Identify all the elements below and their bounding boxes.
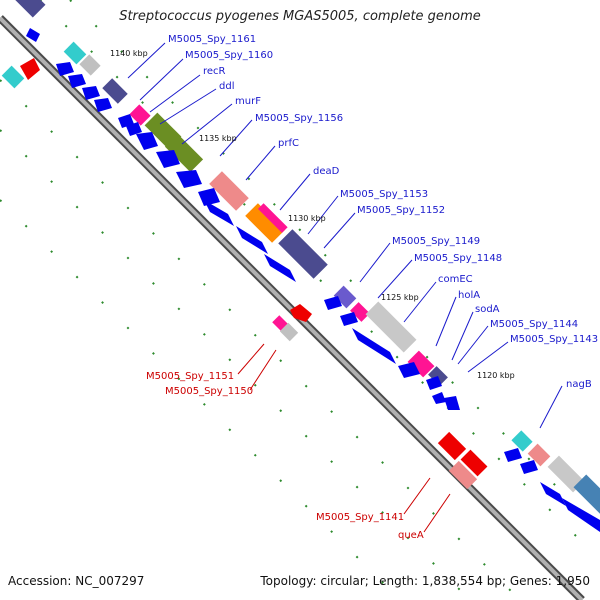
gene-label[interactable]: recR	[203, 66, 226, 77]
gene-label[interactable]: M5005_Spy_1143	[510, 334, 598, 345]
gene-block[interactable]	[63, 41, 87, 65]
gene-arrow[interactable]	[126, 122, 142, 136]
gene-block-overlay[interactable]	[257, 203, 288, 233]
gene-label[interactable]: M5005_Spy_1149	[392, 236, 480, 247]
gene-label[interactable]: nagB	[566, 379, 592, 390]
gene-block[interactable]	[448, 460, 478, 490]
gene-arrow[interactable]	[562, 498, 600, 532]
gene-features[interactable]	[1, 0, 600, 532]
gene-block[interactable]	[209, 171, 249, 211]
gene-arrow[interactable]	[176, 170, 202, 188]
kbp-tick: 1140 kbp	[110, 49, 148, 58]
gene-block[interactable]	[278, 229, 328, 279]
kbp-tick: 1120 kbp	[477, 371, 515, 380]
gene-label[interactable]: M5005_Spy_1150	[165, 386, 253, 397]
gene-block[interactable]	[365, 301, 417, 353]
gene-arrow[interactable]	[324, 296, 342, 310]
gene-arrow[interactable]	[520, 460, 538, 474]
gene-arrow[interactable]	[264, 254, 296, 282]
gene-arrow[interactable]	[68, 74, 86, 88]
gene-block[interactable]	[79, 54, 101, 76]
gene-label[interactable]: comEC	[438, 274, 473, 285]
gene-arrow[interactable]	[426, 376, 442, 390]
leader-lines-top	[127, 42, 563, 429]
gene-block[interactable]	[102, 78, 128, 104]
gene-block[interactable]	[129, 104, 151, 126]
gene-arrow[interactable]	[236, 226, 268, 254]
gene-block[interactable]	[4, 0, 46, 18]
gene-block[interactable]	[164, 133, 204, 173]
gene-block[interactable]	[1, 65, 25, 89]
genome-info-label: Topology: circular; Length: 1,838,554 bp…	[260, 574, 590, 588]
gene-block[interactable]	[547, 455, 585, 493]
gene-arrow[interactable]	[540, 482, 566, 506]
gene-labels-bottom[interactable]: M5005_Spy_1151 M5005_Spy_1150 M5005_Spy_…	[146, 371, 424, 541]
gene-label[interactable]: M5005_Spy_1160	[185, 50, 273, 61]
accession-label: Accession: NC_007297	[8, 574, 145, 588]
gene-block[interactable]	[527, 443, 551, 467]
gene-block[interactable]	[407, 350, 435, 378]
gene-block[interactable]	[245, 203, 285, 243]
gene-arrow[interactable]	[136, 132, 158, 150]
gene-label[interactable]: prfC	[278, 138, 299, 149]
gene-block[interactable]	[511, 430, 533, 452]
gene-block[interactable]	[272, 315, 288, 331]
gene-label[interactable]: M5005_Spy_1141	[316, 512, 404, 523]
gene-label[interactable]: M5005_Spy_1152	[357, 205, 445, 216]
gene-arrow-reverse[interactable]	[290, 304, 312, 322]
gene-label[interactable]: deaD	[313, 166, 340, 177]
gene-label[interactable]: murF	[235, 96, 261, 107]
gene-block[interactable]	[333, 285, 357, 309]
gene-block[interactable]	[460, 449, 488, 477]
gene-block[interactable]	[573, 474, 600, 516]
gene-arrow-reverse[interactable]	[20, 58, 40, 80]
gene-block[interactable]	[350, 302, 370, 322]
kbp-tick: 1130 kbp	[288, 214, 326, 223]
gene-arrow[interactable]	[352, 328, 396, 364]
gene-label[interactable]: queA	[398, 530, 424, 541]
gene-label[interactable]: holA	[458, 290, 480, 301]
backbone	[0, 15, 585, 600]
gene-arrow[interactable]	[504, 448, 522, 462]
gene-label[interactable]: M5005_Spy_1148	[414, 253, 502, 264]
gene-labels-top[interactable]: M5005_Spy_1161 M5005_Spy_1160 recR ddl m…	[168, 34, 598, 390]
gene-label[interactable]: sodA	[475, 304, 500, 315]
gene-arrow[interactable]	[398, 362, 420, 378]
gene-label[interactable]: M5005_Spy_1144	[490, 319, 578, 330]
gene-arrow[interactable]	[156, 150, 180, 168]
gene-label[interactable]: M5005_Spy_1151	[146, 371, 234, 382]
gene-arrow[interactable]	[340, 312, 358, 326]
gene-block[interactable]	[279, 322, 299, 342]
leader-lines-bottom	[237, 343, 451, 533]
kbp-tick: 1125 kbp	[381, 293, 419, 302]
gene-arrow[interactable]	[198, 188, 220, 206]
gene-arrow[interactable]	[82, 86, 100, 100]
gene-arrow[interactable]	[204, 200, 234, 226]
gene-arrow[interactable]	[444, 396, 460, 410]
map-title: Streptococcus pyogenes MGAS5005, complet…	[119, 9, 481, 24]
gene-block[interactable]	[437, 431, 467, 461]
gene-arrow[interactable]	[26, 28, 40, 42]
gene-label[interactable]: ddl	[219, 81, 234, 92]
gene-label[interactable]: M5005_Spy_1153	[340, 189, 428, 200]
gene-arrow[interactable]	[94, 98, 112, 112]
gene-label[interactable]: M5005_Spy_1161	[168, 34, 256, 45]
gene-arrow[interactable]	[432, 392, 446, 404]
gene-arrow[interactable]	[118, 114, 134, 128]
kbp-tick: 1135 kbp	[199, 134, 237, 143]
gene-label[interactable]: M5005_Spy_1156	[255, 113, 343, 124]
gene-arrow[interactable]	[56, 62, 74, 76]
kbp-ticks: 1140 kbp 1135 kbp 1130 kbp 1125 kbp 1120…	[110, 49, 515, 380]
